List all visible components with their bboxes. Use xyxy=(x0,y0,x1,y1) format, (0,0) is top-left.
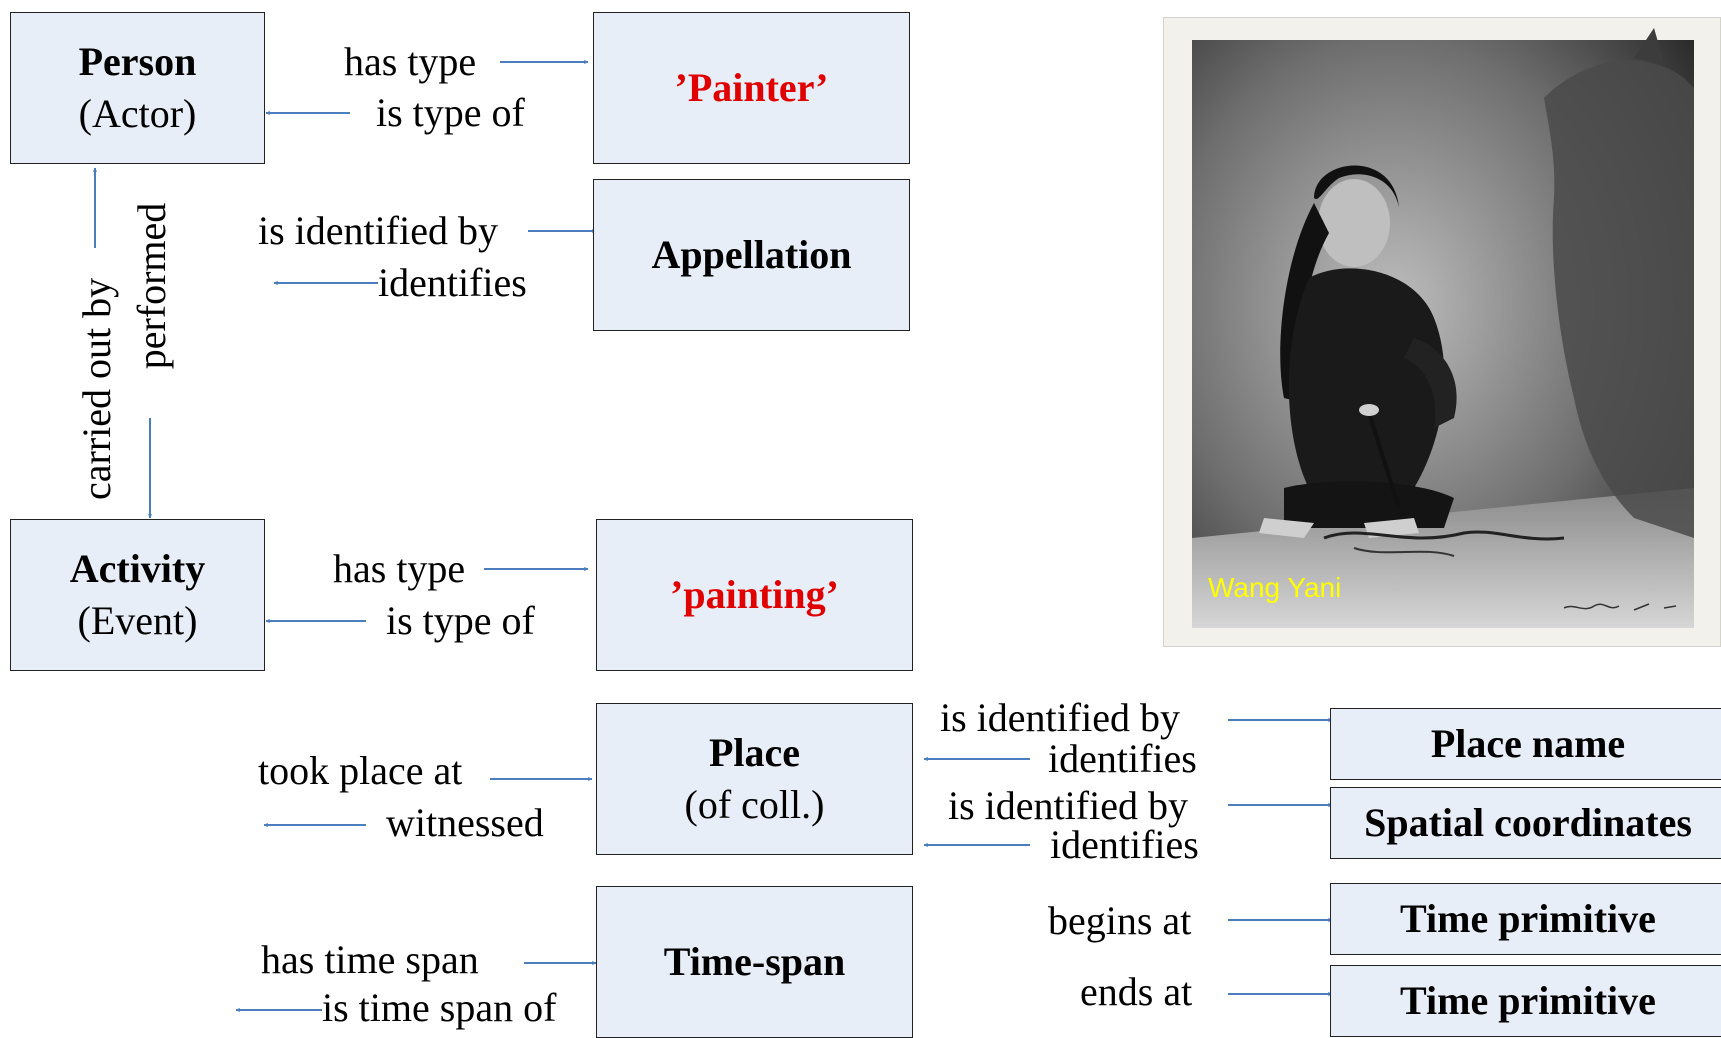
person-title: Person xyxy=(78,39,197,84)
place-name-node: Place name xyxy=(1330,708,1721,780)
photograph-image xyxy=(1192,28,1694,628)
label-coords-identifies: identifies xyxy=(1050,822,1199,867)
time-primitive-begin-node: Time primitive xyxy=(1330,883,1721,955)
appellation-title: Appellation xyxy=(651,232,852,277)
activity-title: Activity xyxy=(69,546,206,591)
label-is-time-span-of: is time span of xyxy=(322,985,557,1030)
label-witnessed: witnessed xyxy=(386,800,544,845)
label-activity-has-type: has type xyxy=(333,546,466,591)
activity-subtitle: (Event) xyxy=(77,598,198,643)
time-primitive-begin-title: Time primitive xyxy=(1400,896,1656,941)
label-begins-at: begins at xyxy=(1048,898,1192,943)
person-subtitle: (Actor) xyxy=(78,91,197,136)
label-placename-identifies: identifies xyxy=(1048,736,1197,781)
spatial-coordinates-title: Spatial coordinates xyxy=(1364,800,1692,845)
timespan-title: Time-span xyxy=(663,939,846,984)
label-activity-is-type-of: is type of xyxy=(386,598,535,643)
label-ends-at: ends at xyxy=(1080,969,1193,1014)
label-took-place-at: took place at xyxy=(258,748,463,793)
painting-type-node: ’painting’ xyxy=(596,519,913,671)
timespan-node: Time-span xyxy=(596,886,913,1038)
label-placename-is-identified-by: is identified by xyxy=(940,695,1180,740)
time-primitive-end-title: Time primitive xyxy=(1400,978,1656,1023)
label-appellation-is-identified-by: is identified by xyxy=(258,208,498,253)
place-title: Place xyxy=(708,730,801,775)
label-person-is-type-of: is type of xyxy=(376,90,525,135)
label-appellation-identifies: identifies xyxy=(378,260,527,305)
photo-caption: Wang Yani xyxy=(1208,572,1342,603)
label-has-time-span: has time span xyxy=(261,937,479,982)
place-name-title: Place name xyxy=(1430,721,1626,766)
person-node: Person (Actor) xyxy=(10,12,265,164)
painter-type-label: ’Painter’ xyxy=(674,65,829,110)
spatial-coordinates-node: Spatial coordinates xyxy=(1330,787,1721,859)
label-person-has-type: has type xyxy=(344,39,477,84)
time-primitive-end-node: Time primitive xyxy=(1330,965,1721,1037)
activity-node: Activity (Event) xyxy=(10,519,265,671)
label-coords-is-identified-by: is identified by xyxy=(948,783,1188,828)
appellation-node: Appellation xyxy=(593,179,910,331)
place-subtitle: (of coll.) xyxy=(684,782,825,827)
label-performed: performed xyxy=(129,202,174,370)
painting-type-label: ’painting’ xyxy=(670,572,839,617)
place-node: Place (of coll.) xyxy=(596,703,913,855)
label-carried-out-by: carried out by xyxy=(74,277,119,500)
artist-photograph: Wang Yani xyxy=(1163,17,1721,647)
painter-type-node: ’Painter’ xyxy=(593,12,910,164)
